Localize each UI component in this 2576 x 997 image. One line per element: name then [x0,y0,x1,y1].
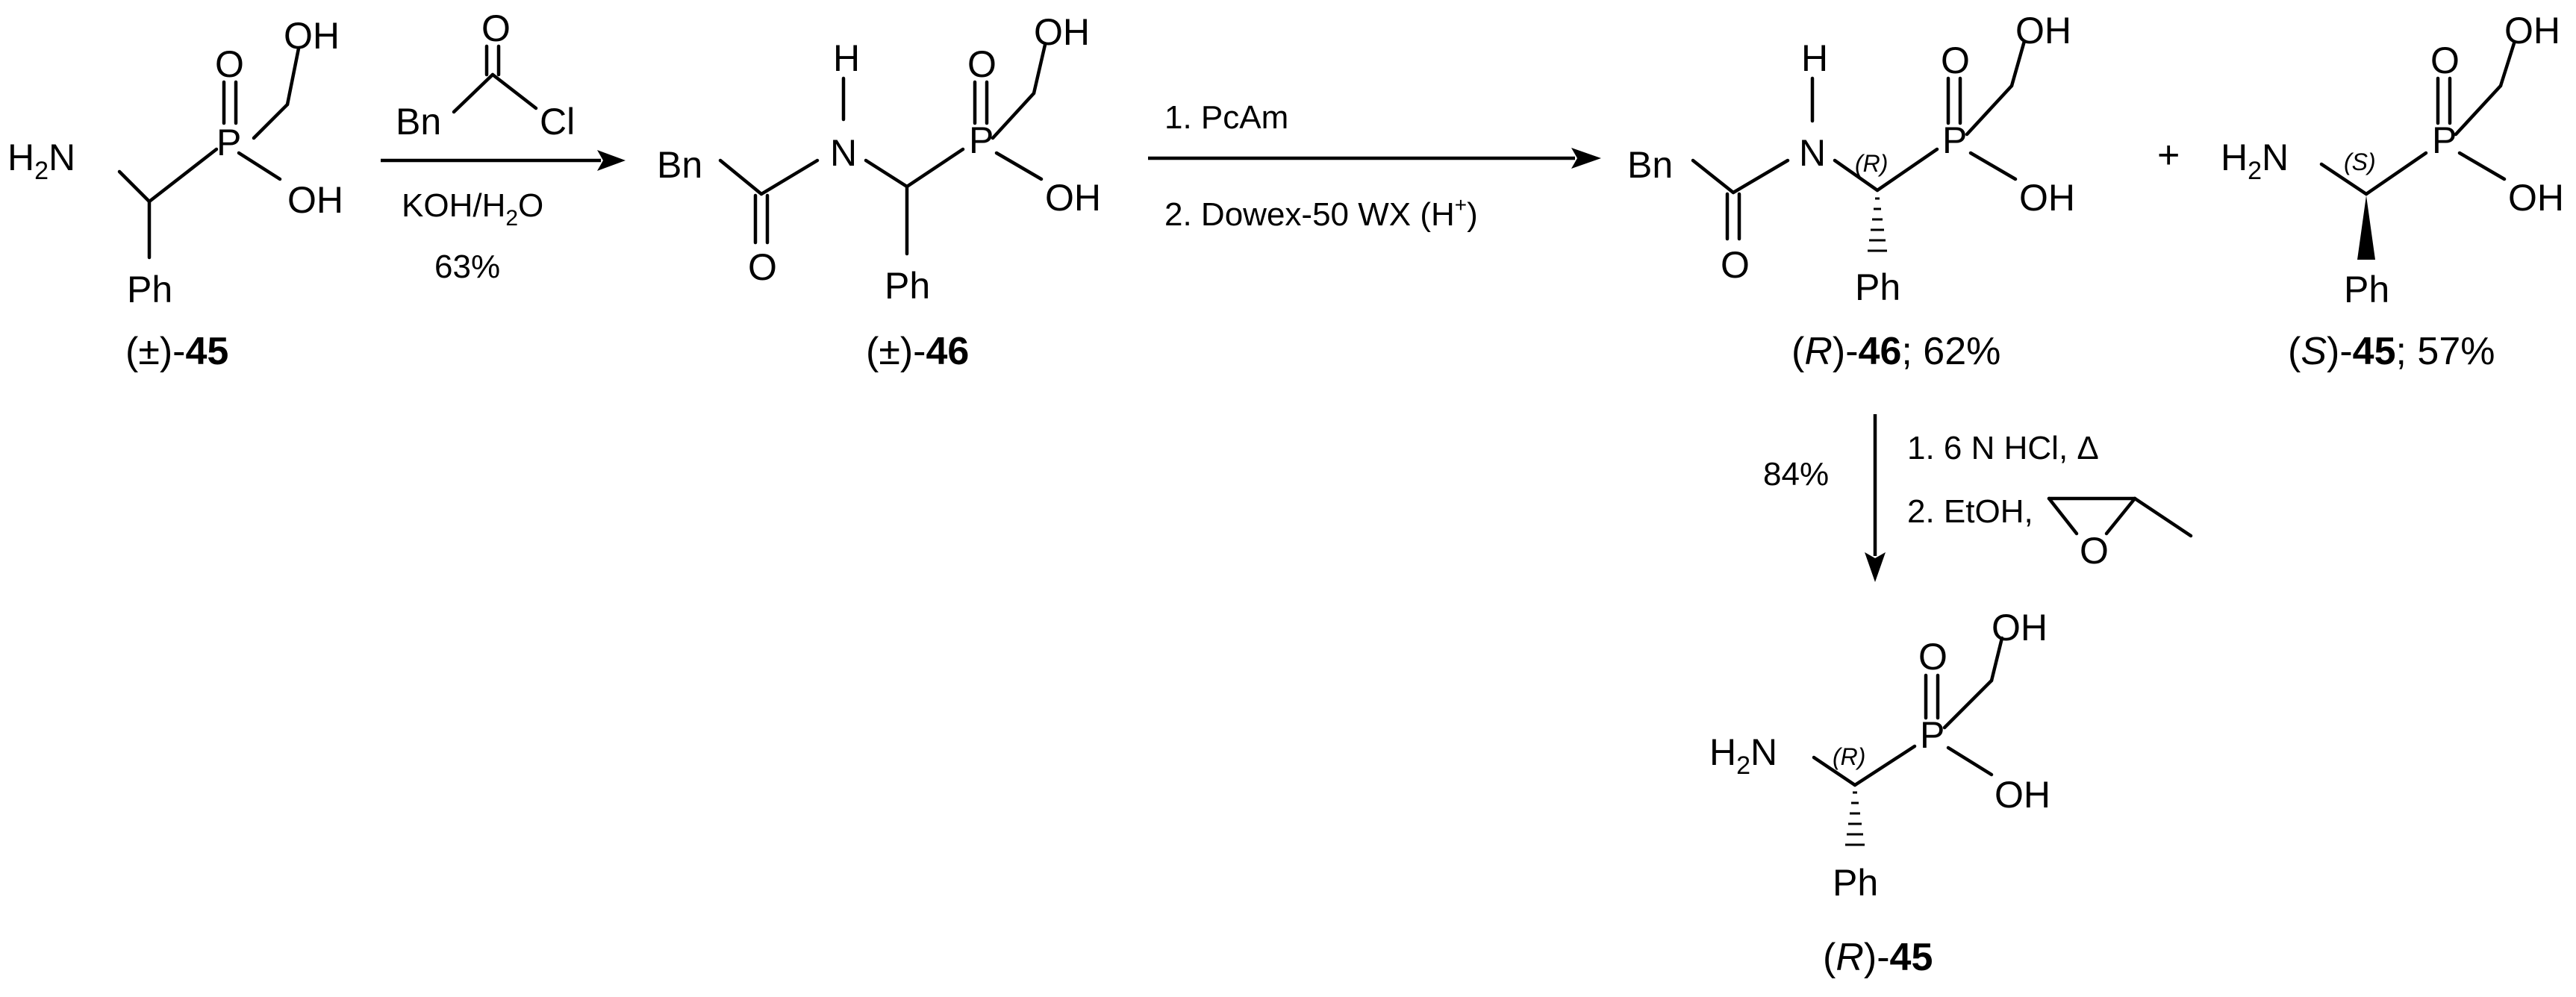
atom-phenyl: Ph [2344,269,2389,310]
atom-amino: H2N [2221,137,2289,185]
label-s-45: (S)-45; 57% [2288,330,2495,373]
yield-step-3: 84% [1763,456,1829,493]
atom-nitrogen: N [1799,132,1826,174]
condition-etoh: 2. EtOH, [1907,493,2033,530]
reagent-benzyl: Bn [396,101,441,143]
arrow-step-2: 1. PcAm 2. Dowex-50 WX (H+) [1148,99,1601,233]
compound-rac-46: Bn O H N P O OH OH Ph (±)-46 [657,11,1101,373]
stereo-descriptor-r: (R) [1855,150,1888,177]
atom-phosphorus: P [969,119,994,161]
atom-p-hydroxyl: OH [287,179,343,221]
atom-benzyl: Bn [657,144,702,186]
atom-amino: H2N [7,137,75,185]
label-rac-45: (±)-45 [125,330,228,373]
atom-amide-h: H [833,37,860,79]
atom-oxo: O [2430,40,2460,81]
stereo-descriptor-s: (S) [2344,149,2376,175]
atom-hydroxymethyl-oh: OH [2504,10,2560,51]
atom-carbonyl-oxygen: O [748,246,777,288]
atom-phenyl: Ph [1833,862,1878,904]
atom-phenyl: Ph [127,269,172,310]
compound-rac-45: H2N P O OH OH Ph (±)-45 [7,15,343,373]
atom-hydroxymethyl-oh: OH [1992,607,2048,648]
condition-dowex: 2. Dowex-50 WX (H+) [1164,193,1478,233]
atom-phosphorus: P [1920,714,1945,756]
epoxide-oxygen: O [2080,530,2109,572]
condition-hcl: 1. 6 N HCl, Δ [1907,430,2099,466]
reagent-oxo: O [481,7,511,49]
atom-hydroxymethyl-oh: OH [284,15,340,57]
condition-koh-water: KOH/H2O [402,187,543,231]
atom-benzyl: Bn [1627,144,1673,186]
atom-hydroxymethyl-oh: OH [2015,10,2071,51]
arrow-step-1: O Bn Cl KOH/H2O 63% [381,7,626,285]
arrow-step-3: 84% 1. 6 N HCl, Δ 2. EtOH, O [1763,414,2193,582]
atom-p-hydroxyl: OH [2019,177,2075,219]
plus-sign: + [2157,134,2180,177]
atom-phenyl: Ph [1855,266,1900,308]
atom-amino: H2N [1709,731,1777,780]
compound-s-45: H2N (S) P O OH OH Ph (S)-45; 57% [2221,10,2564,373]
label-r-45: (R)-45 [1823,936,1933,979]
atom-oxo: O [1941,40,1970,81]
compound-r-46: Bn O H N (R) P O OH OH Ph (R)-46; 62% [1627,10,2075,373]
atom-hydroxymethyl-oh: OH [1034,11,1090,53]
label-r-46: (R)-46; 62% [1791,330,2000,373]
atom-phosphorus: P [1942,119,1967,161]
atom-phenyl: Ph [885,265,930,307]
label-rac-46: (±)-46 [866,330,969,373]
atom-phosphorus: P [2432,119,2457,161]
atom-oxo: O [215,43,244,85]
atom-p-hydroxyl: OH [1045,177,1101,219]
atom-oxo: O [1918,636,1947,678]
atom-p-hydroxyl: OH [2508,177,2564,219]
atom-oxo: O [967,43,997,85]
stereo-descriptor-r: (R) [1833,743,1865,770]
atom-p-hydroxyl: OH [1995,774,2050,816]
yield-step-1: 63% [434,249,500,285]
atom-phosphorus: P [216,122,241,163]
atom-carbonyl-oxygen: O [1721,244,1750,286]
compound-r-45: H2N (R) P O OH OH Ph (R)-45 [1709,607,2050,979]
atom-nitrogen: N [830,132,857,174]
atom-amide-h: H [1801,37,1828,79]
propylene-oxide-structure: O [2047,496,2193,572]
reagent-chloro: Cl [540,101,575,143]
condition-pcam: 1. PcAm [1164,99,1288,136]
